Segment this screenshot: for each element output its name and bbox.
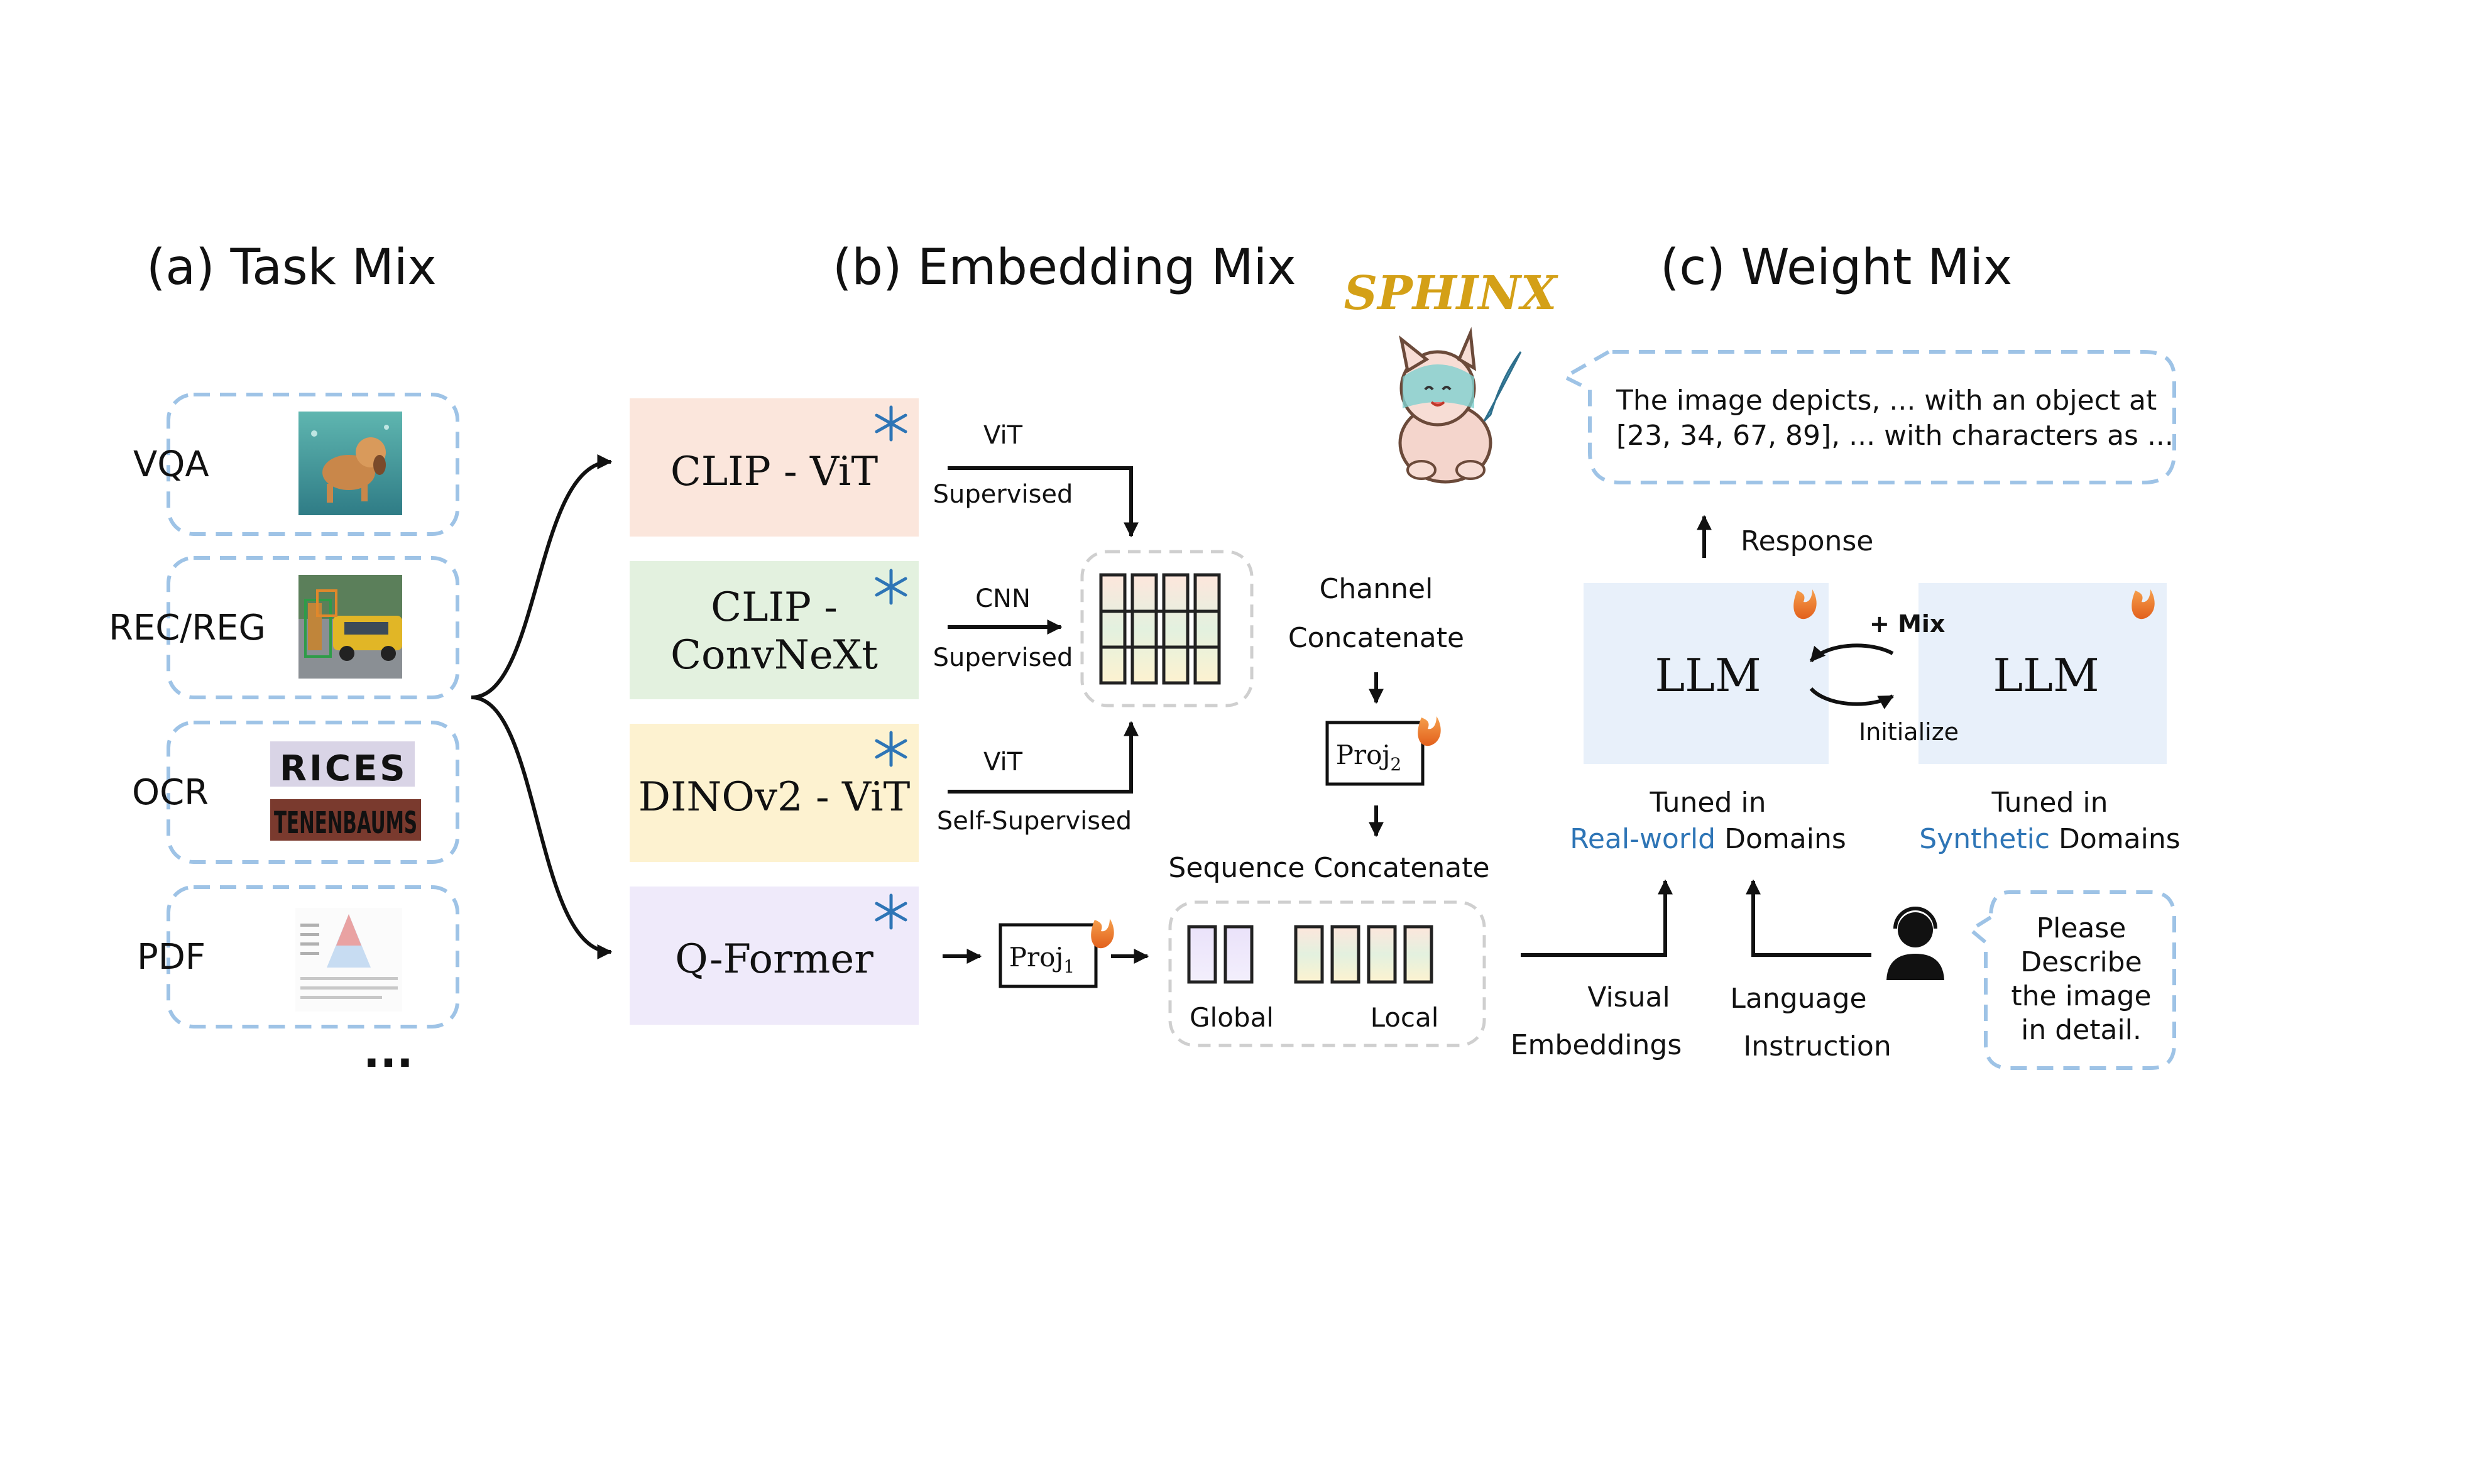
sequence-concat-label: Sequence Concatenate bbox=[1168, 852, 1489, 884]
user-bubble-line4: in detail. bbox=[2021, 1014, 2142, 1046]
encoder-name-dinov2-vit: DINOv2 - ViT bbox=[638, 774, 911, 821]
global-tokens bbox=[1187, 925, 1254, 984]
llm-synthetic-box bbox=[1918, 583, 2167, 764]
mix-label: + Mix bbox=[1869, 610, 1945, 638]
llm-real-label: LLM bbox=[1655, 649, 1761, 702]
section-title-weight-mix: (c) Weight Mix bbox=[1660, 239, 2012, 296]
task-box-rec-reg bbox=[167, 556, 459, 699]
fire-icon bbox=[1091, 919, 1114, 949]
task-label-rec-reg: REC/REG bbox=[109, 608, 266, 648]
rec-reg-thumbnail bbox=[298, 575, 402, 679]
pdf-thumbnail bbox=[295, 908, 402, 1012]
encoder-training-clip-convnext: Supervised bbox=[933, 643, 1073, 672]
response-line2: [23, 34, 67, 89], ... with characters as… bbox=[1616, 420, 2174, 452]
proj1-label: Proj1 bbox=[1009, 942, 1075, 977]
llm-real-caption2: Real-world Domains bbox=[1570, 823, 1846, 855]
llm-synthetic-label: LLM bbox=[1993, 649, 2099, 702]
user-bubble-line3: the image bbox=[2011, 980, 2151, 1012]
task-box-ocr bbox=[167, 721, 459, 864]
snowflake-icon bbox=[875, 405, 907, 442]
encoder-name-clip-vit: CLIP - ViT bbox=[670, 449, 878, 495]
encoder-name-clip-convnext-2: ConvNeXt bbox=[670, 632, 878, 679]
response-bubble bbox=[1560, 350, 2176, 484]
visual-embeddings-line1: Visual bbox=[1587, 981, 1670, 1013]
encoder-box-clip-vit bbox=[630, 398, 919, 537]
task-to-encoders-arrow-top bbox=[471, 454, 613, 699]
task-label-ocr: OCR bbox=[132, 772, 209, 813]
encoder-arch-clip-convnext: CNN bbox=[975, 584, 1031, 613]
sequence-token-group bbox=[1168, 900, 1486, 1047]
svg-text:RICES: RICES bbox=[280, 748, 408, 789]
fire-icon bbox=[1418, 716, 1441, 746]
vqa-thumbnail bbox=[298, 412, 402, 515]
language-instruction-line2: Instruction bbox=[1743, 1030, 1891, 1062]
task-to-encoders-arrow-bottom bbox=[471, 696, 613, 959]
channel-concat-line1: Channel bbox=[1320, 573, 1433, 605]
local-tokens bbox=[1294, 925, 1433, 984]
task-label-pdf: PDF bbox=[137, 937, 205, 978]
encoder-box-q-former bbox=[630, 887, 919, 1025]
proj2-box bbox=[1325, 721, 1425, 786]
llm-synthetic-caption1: Tuned in bbox=[1991, 787, 2108, 819]
sphinx-mascot-icon bbox=[1398, 327, 1522, 484]
snowflake-icon bbox=[875, 569, 907, 605]
encoder-training-clip-vit: Supervised bbox=[933, 480, 1073, 509]
language-instruction-line1: Language bbox=[1730, 983, 1866, 1015]
mix-arrow bbox=[1809, 643, 1894, 663]
arrow-clip-vit-to-tokens bbox=[948, 466, 1139, 538]
response-label: Response bbox=[1741, 525, 1873, 557]
channel-tokens bbox=[1099, 573, 1221, 685]
user-bubble-line2: Describe bbox=[2020, 946, 2142, 978]
channel-token-group bbox=[1080, 550, 1254, 707]
user-bubble bbox=[1967, 890, 2176, 1070]
user-headset-icon bbox=[1886, 907, 1944, 980]
svg-text:TENENBAUMS: TENENBAUMS bbox=[274, 805, 417, 841]
arrow-dinov2-to-tokens bbox=[948, 721, 1139, 794]
llm-synthetic-caption2: Synthetic Domains bbox=[1919, 823, 2180, 855]
encoder-training-dinov2-vit: Self-Supervised bbox=[937, 807, 1132, 836]
initialize-arrow bbox=[1809, 687, 1895, 709]
global-label: Global bbox=[1190, 1002, 1274, 1033]
llm-real-caption1: Tuned in bbox=[1649, 787, 1766, 819]
encoder-name-q-former: Q-Former bbox=[675, 936, 873, 983]
llm-real-box bbox=[1584, 583, 1829, 764]
initialize-label: Initialize bbox=[1859, 718, 1959, 746]
task-box-vqa bbox=[167, 393, 459, 536]
proj2-label: Proj2 bbox=[1336, 739, 1401, 775]
response-line1: The image depicts, ... with an object at bbox=[1616, 385, 2157, 417]
local-label: Local bbox=[1371, 1002, 1439, 1033]
encoder-name-clip-convnext-1: CLIP - bbox=[711, 584, 838, 631]
encoder-arch-dinov2-vit: ViT bbox=[983, 748, 1023, 777]
encoder-arch-clip-vit: ViT bbox=[983, 421, 1023, 450]
arrow-visual-to-llm bbox=[1521, 879, 1673, 957]
channel-concat-line2: Concatenate bbox=[1288, 622, 1464, 654]
visual-embeddings-line2: Embeddings bbox=[1511, 1029, 1682, 1061]
section-title-task-mix: (a) Task Mix bbox=[146, 239, 437, 296]
arrow-language-to-llm bbox=[1746, 879, 1871, 957]
tasks-ellipsis: ... bbox=[363, 1026, 413, 1078]
proj1-box bbox=[999, 923, 1098, 988]
task-label-vqa: VQA bbox=[133, 444, 209, 485]
ocr-thumbnail: RICES TENENBAUMS bbox=[270, 741, 421, 841]
snowflake-icon bbox=[875, 893, 907, 930]
section-title-embedding-mix: (b) Embedding Mix bbox=[833, 239, 1296, 296]
encoder-box-dinov2-vit bbox=[630, 724, 919, 862]
user-bubble-line1: Please bbox=[2037, 912, 2126, 944]
sphinx-logo-text: SPHINX bbox=[1344, 266, 1558, 320]
snowflake-icon bbox=[875, 731, 907, 767]
fire-icon bbox=[2132, 589, 2155, 619]
task-box-pdf bbox=[167, 885, 459, 1028]
fire-icon bbox=[1793, 589, 1817, 619]
encoder-box-clip-convnext bbox=[630, 561, 919, 699]
